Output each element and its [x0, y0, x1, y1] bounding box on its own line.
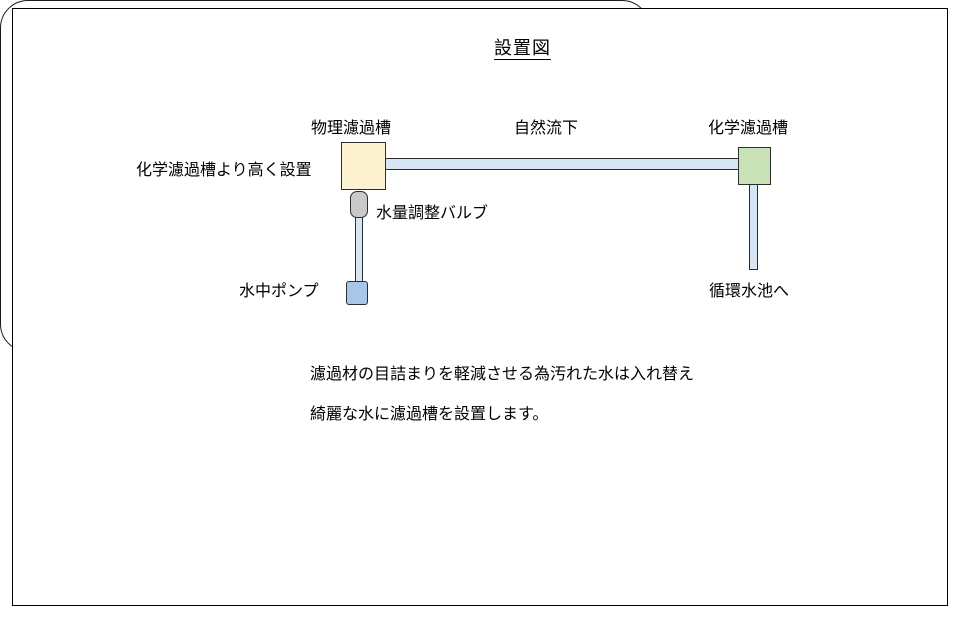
- label-submersible-pump: 水中ポンプ: [239, 283, 319, 300]
- pump-riser-pipe: [355, 216, 363, 283]
- label-chemical-filter-tank: 化学濾過槽: [708, 120, 789, 137]
- diagram-title: 設置図: [494, 38, 551, 58]
- label-gravity-flow: 自然流下: [514, 120, 579, 137]
- label-flow-valve: 水量調整バルブ: [374, 204, 491, 224]
- gravity-flow-pipe: [385, 158, 739, 170]
- page-border: [12, 8, 948, 606]
- physical-filter-tank-box: [341, 142, 386, 190]
- chemical-filter-tank-box: [738, 147, 771, 185]
- note-line-1: 濾過材の目詰まりを軽減させる為汚れた水は入れ替え: [310, 366, 695, 383]
- flow-adjust-valve-shape: [350, 191, 368, 218]
- return-pipe: [749, 184, 758, 270]
- submersible-pump-box: [346, 281, 368, 305]
- label-placement-note: 化学濾過槽より高く設置: [136, 162, 312, 179]
- label-to-circulation-pond: 循環水池へ: [709, 283, 790, 300]
- label-physical-filter-tank: 物理濾過槽: [311, 120, 392, 137]
- note-line-2: 綺麗な水に濾過槽を設置します。: [310, 406, 549, 423]
